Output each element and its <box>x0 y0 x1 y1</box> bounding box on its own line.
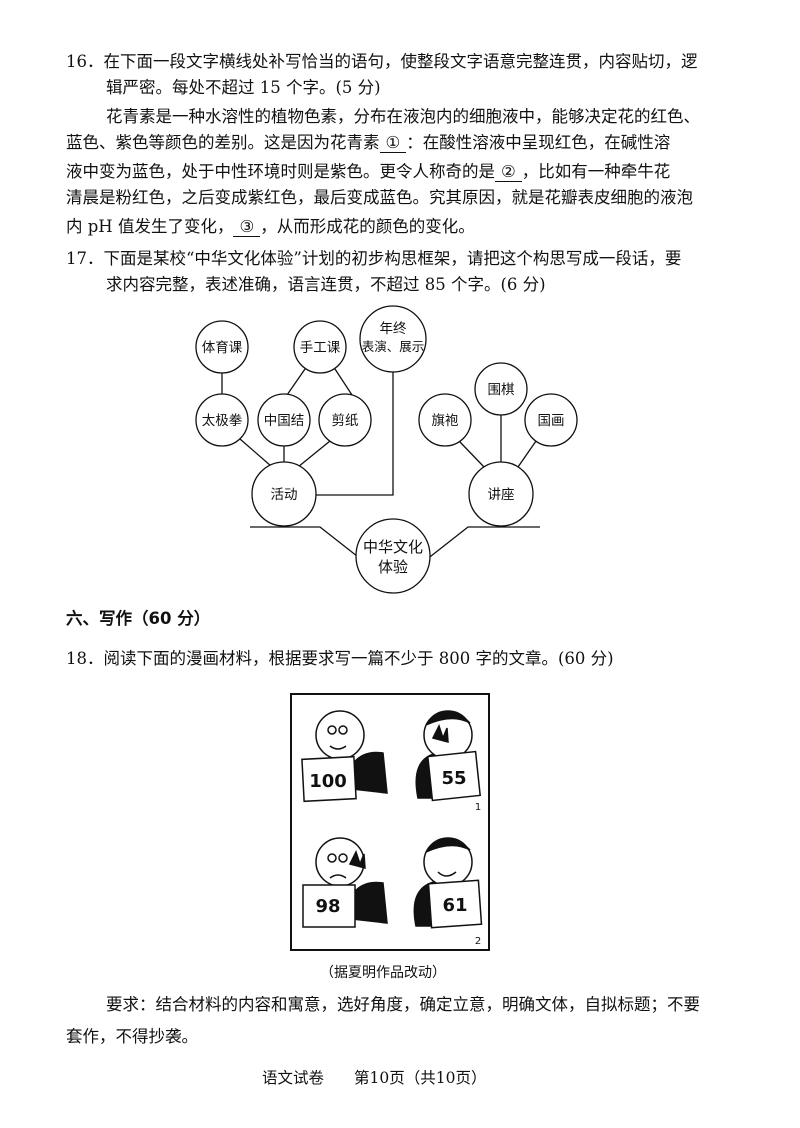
blank-3: ③ <box>233 218 261 237</box>
node-taiji: 太极拳 <box>202 413 243 429</box>
score-98: 98 <box>315 896 340 917</box>
concept-diagram: 体育课 手工课 年终 表演、展示 太极拳 中国结 剪纸 活动 旗袍 围棋 国画 … <box>195 305 578 594</box>
q16-line1: 16．在下面一段文字横线处补写恰当的语句，使整段文字语意完整连贯，内容贴切，逻 <box>66 52 698 71</box>
footer: 语文试卷 第10页（共10页） <box>262 1067 486 1089</box>
q17-line2: 求内容完整，表述准确，语言连贯，不超过 85 个字。(6 分) <box>106 275 546 294</box>
text: 蓝色、紫色等颜色的差别。这是因为花青素 <box>66 133 380 152</box>
q16-para-line1: 花青素是一种水溶性的植物色素，分布在液泡内的细胞液中，能够决定花的红色、 <box>106 107 700 126</box>
q16-para-line5: 内 pH 值发生了变化，③，从而形成花的颜色的变化。 <box>66 216 475 238</box>
node-craft: 手工课 <box>300 340 341 356</box>
footer-subject: 语文试卷 <box>262 1069 325 1087</box>
q16-para-line4: 清晨是粉红色，之后变成紫红色，最后变成蓝色。究其原因，就是花瓣表皮细胞的液泡 <box>66 188 693 207</box>
q17-line1: 17．下面是某校“中华文化体验”计划的初步构思框架，请把这个构思写成一段话，要 <box>66 249 682 268</box>
node-go: 围棋 <box>488 382 516 398</box>
cartoon-image: 100 55 98 61 1 2 <box>290 693 490 951</box>
node-root-line1: 中华文化 <box>363 538 423 556</box>
node-show-line1: 年终 <box>380 321 407 337</box>
text: 液中变为蓝色，处于中性环境时则是紫色。更令人称奇的是 <box>66 162 495 181</box>
node-papercut: 剪纸 <box>332 413 359 429</box>
text: 内 pH 值发生了变化， <box>66 217 234 236</box>
text: ，从而形成花的颜色的变化。 <box>260 217 475 236</box>
blank-1: ① <box>379 134 407 153</box>
score-61: 61 <box>442 895 467 916</box>
blank-2: ② <box>495 163 522 182</box>
node-show-line2: 表演、展示 <box>362 339 425 354</box>
q16-line2: 辑严密。每处不超过 15 个字。(5 分) <box>106 78 381 97</box>
requirements-line1: 要求：结合材料的内容和寓意，选好角度，确定立意，明确文体，自拟标题；不要 <box>106 995 700 1014</box>
node-knot: 中国结 <box>264 413 305 429</box>
cartoon-caption: （据夏明作品改动） <box>320 965 446 981</box>
node-root-line2: 体验 <box>378 558 408 576</box>
text: ，比如有一种牵牛花 <box>521 162 671 181</box>
node-qipao: 旗袍 <box>432 413 459 429</box>
q18-line1: 18．阅读下面的漫画材料，根据要求写一篇不少于 800 字的文章。(60 分) <box>66 649 614 668</box>
node-pe: 体育课 <box>202 340 243 356</box>
score-55: 55 <box>441 768 466 789</box>
panel-number-1: 1 <box>475 802 481 813</box>
text: ：在酸性溶液中呈现红色，在碱性溶 <box>406 133 671 152</box>
footer-page: 第10页（共10页） <box>354 1069 487 1087</box>
node-lecture: 讲座 <box>488 487 515 503</box>
score-100: 100 <box>309 771 347 792</box>
panel-number-2: 2 <box>475 936 481 947</box>
requirements-line2: 套作，不得抄袭。 <box>66 1027 198 1046</box>
node-activity: 活动 <box>271 487 298 503</box>
section-heading-writing: 六、写作（60 分） <box>66 609 211 628</box>
node-painting: 国画 <box>538 413 565 429</box>
